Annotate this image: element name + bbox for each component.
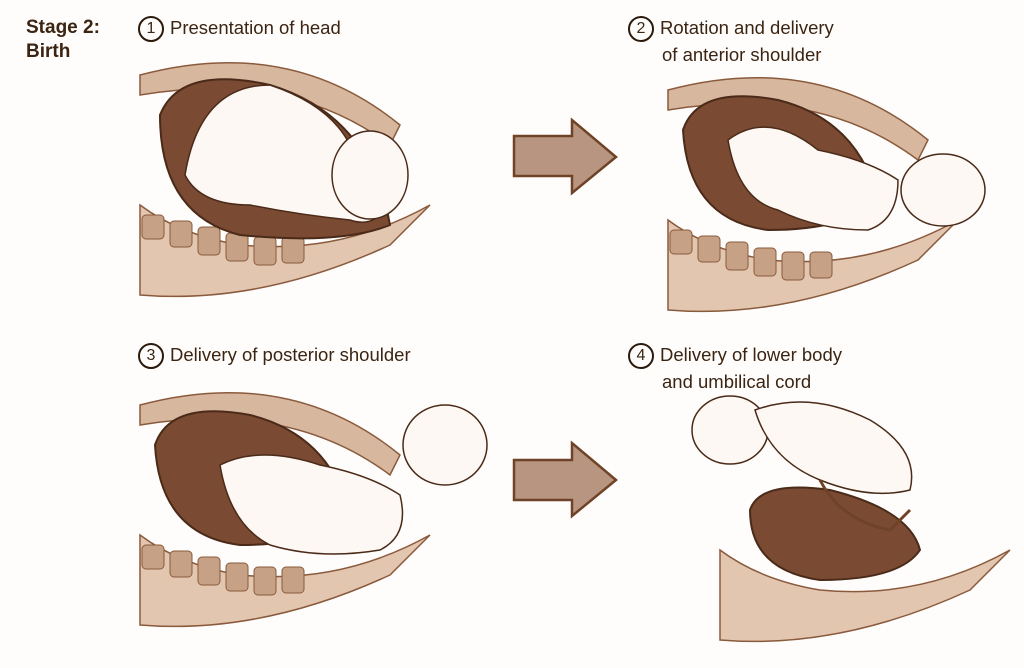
stage-title-line2: Birth <box>26 41 71 62</box>
arrow-right-icon <box>512 440 618 519</box>
panel-1-illustration <box>139 61 431 298</box>
step-2-label: 2 Rotation and delivery of anterior shoul… <box>628 15 834 68</box>
step-text: Delivery of posterior shoulder <box>170 344 411 365</box>
panel-3-illustration <box>139 391 488 628</box>
step-text: Presentation of head <box>170 17 341 38</box>
step-4-label: 4 Delivery of lower body and umbilical co… <box>628 342 842 395</box>
step-text-line2: of anterior shoulder <box>662 44 822 65</box>
step-text: Rotation and delivery <box>660 17 834 38</box>
step-number-badge: 3 <box>138 343 164 369</box>
arrow-right-icon <box>512 117 618 196</box>
stage-title: Stage 2: Birth <box>26 16 100 64</box>
step-number-badge: 4 <box>628 343 654 369</box>
panel-4-illustration <box>691 395 1011 643</box>
panel-2-illustration <box>667 76 986 313</box>
step-3-label: 3 Delivery of posterior shoulder <box>138 342 411 369</box>
stage-title-line1: Stage 2: <box>26 17 100 38</box>
step-number-badge: 2 <box>628 16 654 42</box>
step-number-badge: 1 <box>138 16 164 42</box>
step-text: Delivery of lower body <box>660 344 842 365</box>
step-text-line2: and umbilical cord <box>662 371 812 392</box>
step-1-label: 1 Presentation of head <box>138 15 341 42</box>
